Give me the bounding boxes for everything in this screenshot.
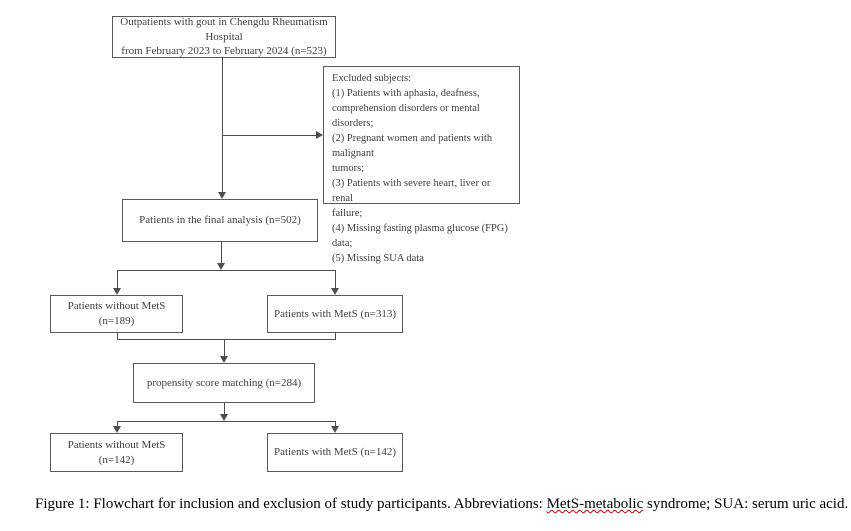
node-outpatients-line1: Outpatients with gout in Chengdu Rheumat… (120, 15, 328, 43)
node-with-mets-matched: Patients with MetS (n=142) (267, 433, 403, 472)
arrowhead-final-split (217, 263, 225, 270)
connector-merge-left (117, 333, 118, 340)
node-outpatients-text: Outpatients with gout in Chengdu Rheumat… (119, 15, 329, 60)
node-excluded-subjects: Excluded subjects: (1) Patients with aph… (323, 66, 520, 264)
node-with-mets: Patients with MetS (n=313) (267, 295, 403, 333)
connector-merge-1 (117, 339, 336, 340)
connector-merge-right (335, 333, 336, 340)
arrowhead-psm-split (220, 414, 228, 421)
caption-spellcheck-word: MetS-metabolic (546, 496, 644, 512)
caption-prefix: Figure 1: Flowchart for inclusion and ex… (35, 496, 547, 512)
arrowhead-into-psm (220, 356, 228, 363)
connector-top-to-final (222, 58, 223, 192)
node-final-analysis: Patients in the final analysis (n=502) (122, 199, 318, 242)
node-final-analysis-text: Patients in the final analysis (n=502) (139, 214, 301, 227)
node-outpatients: Outpatients with gout in Chengdu Rheumat… (112, 16, 336, 58)
node-without-mets: Patients without MetS (n=189) (50, 295, 183, 333)
node-with-mets-text: Patients with MetS (n=313) (274, 307, 397, 320)
node-without-mets-text: Patients without MetS (n=189) (67, 300, 166, 327)
connector-psm-down (224, 403, 225, 414)
connector-split-1-right (335, 270, 336, 288)
connector-to-excluded (222, 135, 316, 136)
connector-split-2 (117, 421, 336, 422)
arrowhead-into-with-mets (331, 288, 339, 295)
connector-merge-down (224, 339, 225, 356)
arrowhead-into-with-mets-matched (331, 426, 339, 433)
node-excluded-subjects-text: Excluded subjects: (1) Patients with aph… (332, 73, 508, 264)
node-propensity-matching: propensity score matching (n=284) (133, 363, 315, 403)
connector-final-down (221, 242, 222, 263)
node-propensity-matching-text: propensity score matching (n=284) (146, 376, 302, 389)
connector-split-2-right (335, 421, 336, 426)
arrowhead-into-final-analysis (218, 192, 226, 199)
node-outpatients-line2: from February 2023 to February 2024 (n=5… (121, 45, 327, 58)
node-without-mets-matched-text: Patients without MetS (n=142) (67, 438, 166, 466)
connector-split-1-left (117, 270, 118, 288)
caption-suffix: syndrome; SUA: serum uric acid. (643, 496, 849, 512)
arrowhead-into-without-mets (113, 288, 121, 295)
arrowhead-into-without-mets-matched (113, 426, 121, 433)
node-without-mets-matched: Patients without MetS (n=142) (50, 433, 183, 472)
node-with-mets-matched-text: Patients with MetS (n=142) (274, 446, 397, 459)
connector-split-2-left (117, 421, 118, 426)
arrowhead-into-excluded (316, 131, 323, 139)
connector-split-1 (117, 270, 336, 271)
figure-caption: Figure 1: Flowchart for inclusion and ex… (35, 496, 848, 513)
